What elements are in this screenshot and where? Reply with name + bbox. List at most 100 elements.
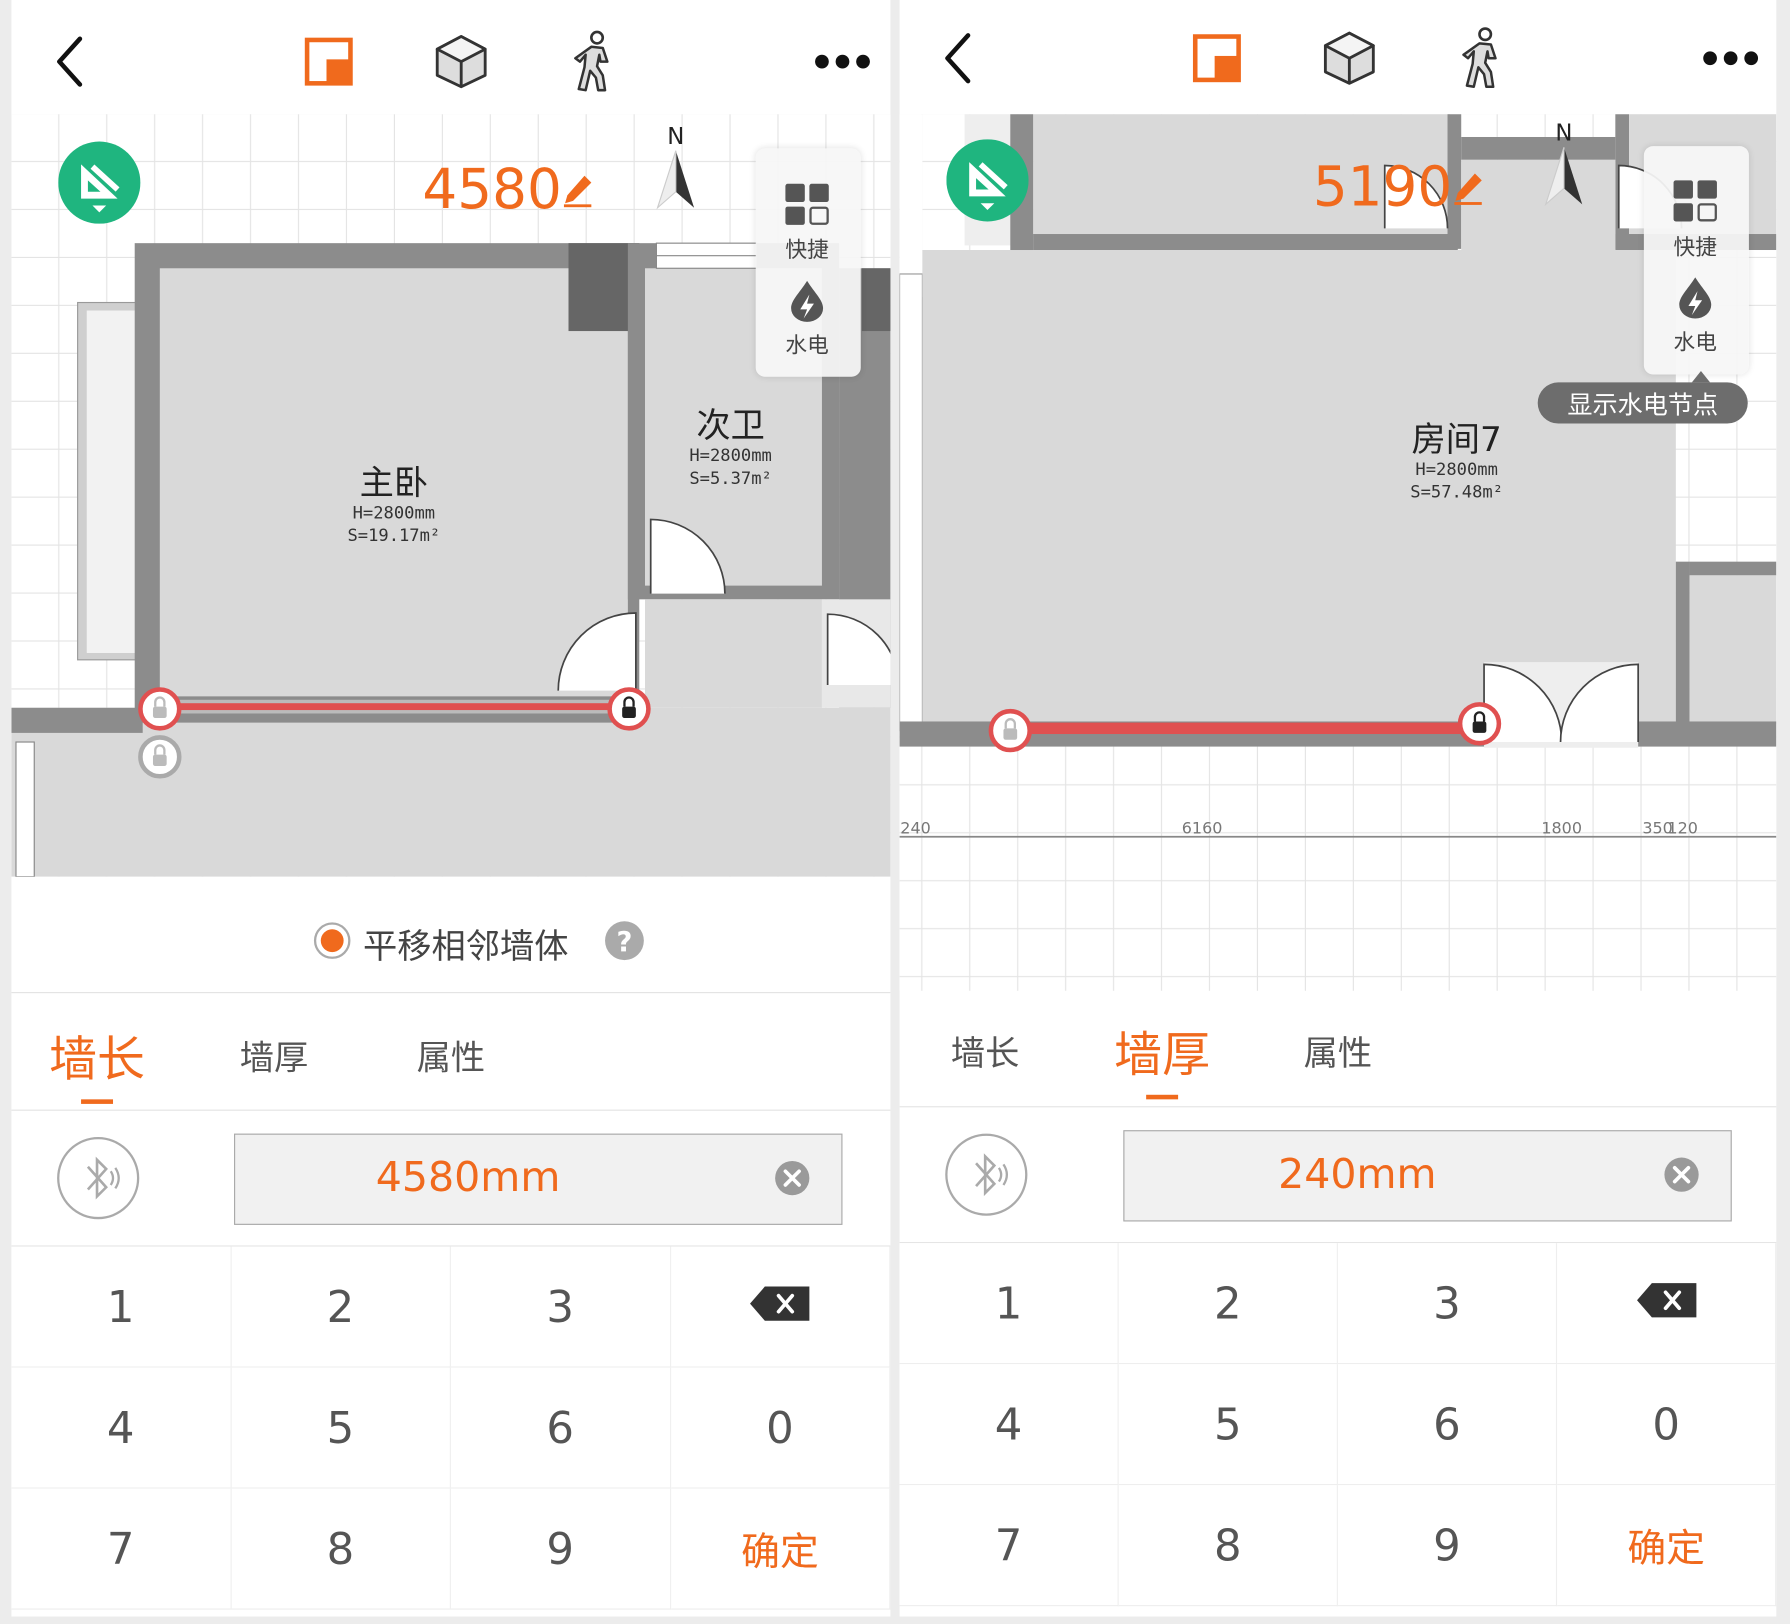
backspace-key[interactable] [670, 1246, 891, 1368]
divider [11, 1109, 891, 1111]
side-quick-label[interactable]: 快捷 [1673, 235, 1717, 261]
key-label: 3 [1433, 1277, 1461, 1329]
clear-input-icon[interactable] [774, 1160, 811, 1201]
keypad-key-7[interactable]: 7 [899, 1485, 1119, 1607]
wall-endpoint-handle[interactable] [138, 687, 182, 731]
key-label: 确定 [1627, 1526, 1705, 1572]
confirm-key[interactable]: 确定 [670, 1488, 891, 1610]
wall-length-value: 4580 [422, 157, 562, 222]
key-label: 9 [546, 1523, 575, 1574]
measure-tool-icon[interactable] [946, 139, 1029, 226]
room-height: H=2800mm [352, 502, 436, 523]
edit-pencil-icon [562, 158, 594, 222]
svg-text:N: N [667, 124, 684, 150]
quick-grid-icon[interactable] [784, 183, 830, 231]
key-label: 9 [1433, 1520, 1461, 1571]
wall-endpoint-handle[interactable] [988, 708, 1032, 753]
bluetooth-measure-button[interactable] [944, 1132, 1028, 1221]
wall-length-value: 5190 [1312, 155, 1453, 220]
keypad-key-9[interactable]: 9 [450, 1488, 671, 1610]
clear-input-icon[interactable] [1663, 1156, 1700, 1197]
divider [11, 1245, 891, 1247]
floorplan-2d-icon[interactable] [299, 32, 358, 91]
keypad-key-8[interactable]: 8 [1118, 1485, 1338, 1607]
tab-wall-thickness[interactable]: 墙厚 [1114, 1026, 1211, 1083]
tab-properties[interactable]: 属性 [1303, 1034, 1373, 1075]
tab-wall-length[interactable]: 墙长 [49, 1030, 145, 1087]
dimension-input[interactable] [234, 1133, 843, 1225]
help-icon[interactable]: ? [604, 920, 645, 966]
room-name[interactable]: 次卫 [696, 406, 765, 447]
key-label: 8 [1213, 1520, 1242, 1571]
key-label: 5 [1213, 1399, 1242, 1450]
walkthrough-icon[interactable] [1452, 27, 1511, 89]
keypad-key-6[interactable]: 6 [450, 1367, 671, 1489]
bluetooth-measure-button[interactable] [56, 1136, 140, 1225]
keypad-key-1[interactable]: 1 [11, 1246, 232, 1368]
side-utility-label[interactable]: 水电 [1673, 329, 1717, 356]
key-label: 6 [546, 1402, 575, 1453]
keypad-key-2[interactable]: 2 [1118, 1243, 1338, 1365]
wall-length-label[interactable]: 5190 [1313, 155, 1484, 219]
dimension-label: 350 [1642, 819, 1673, 838]
side-tool-panel [755, 148, 861, 377]
wall-length-label[interactable]: 4580 [422, 157, 594, 222]
dimension-input[interactable] [1123, 1130, 1732, 1222]
cube-3d-icon[interactable] [1320, 29, 1379, 88]
side-utility-label[interactable]: 水电 [785, 333, 829, 359]
keypad-key-4[interactable]: 4 [11, 1367, 232, 1489]
key-label: 7 [106, 1523, 135, 1574]
keypad-key-9[interactable]: 9 [1337, 1485, 1558, 1607]
key-label: 8 [326, 1523, 355, 1574]
keypad-key-0[interactable]: 0 [1557, 1364, 1777, 1486]
back-icon[interactable] [929, 29, 988, 88]
keypad-key-6[interactable]: 6 [1337, 1364, 1558, 1486]
walkthrough-icon[interactable] [564, 30, 623, 92]
keypad-key-1[interactable]: 1 [899, 1243, 1119, 1365]
side-quick-label[interactable]: 快捷 [785, 237, 829, 263]
floor-plan-canvas[interactable] [899, 114, 1777, 991]
confirm-key[interactable]: 确定 [1557, 1485, 1777, 1607]
tab-properties[interactable]: 属性 [416, 1038, 486, 1079]
more-icon[interactable] [813, 32, 872, 91]
room-height: H=2800mm [1415, 458, 1498, 480]
keypad-key-3[interactable]: 3 [1337, 1243, 1558, 1365]
keypad-key-4[interactable]: 4 [899, 1364, 1119, 1486]
wall-endpoint-handle[interactable] [607, 687, 651, 731]
key-label: 0 [1652, 1399, 1680, 1450]
dimension-input-value[interactable]: 240mm [1278, 1151, 1437, 1199]
room-name[interactable]: 房间7 [1411, 420, 1502, 461]
keypad-key-5[interactable]: 5 [1118, 1364, 1338, 1486]
keypad-key-8[interactable]: 8 [231, 1488, 451, 1610]
shift-adjacent-walls-radio[interactable] [313, 921, 352, 964]
keypad-key-7[interactable]: 7 [11, 1488, 232, 1610]
tab-wall-thickness[interactable]: 墙厚 [239, 1038, 309, 1079]
wall-endpoint-handle[interactable] [138, 735, 182, 779]
key-label: 1 [106, 1281, 135, 1332]
water-electric-icon[interactable] [1676, 276, 1715, 324]
water-electric-icon[interactable] [788, 280, 827, 328]
cube-3d-icon[interactable] [432, 32, 491, 91]
side-tool-panel [1643, 146, 1749, 375]
measure-tool-icon[interactable] [58, 141, 141, 229]
back-icon[interactable] [41, 32, 100, 91]
key-label: 2 [326, 1281, 355, 1332]
shift-adjacent-walls-label[interactable]: 平移相邻墙体 [363, 926, 569, 967]
room-name[interactable]: 主卧 [359, 463, 429, 504]
dimension-input-value[interactable]: 4580mm [375, 1154, 561, 1202]
keypad-key-0[interactable]: 0 [670, 1367, 891, 1489]
more-icon[interactable] [1701, 29, 1760, 88]
key-label: 5 [326, 1402, 355, 1453]
backspace-icon [1635, 1278, 1697, 1328]
keypad-key-3[interactable]: 3 [450, 1246, 671, 1368]
tab-wall-length[interactable]: 墙长 [950, 1034, 1020, 1075]
wall-endpoint-handle[interactable] [1457, 702, 1502, 746]
backspace-key[interactable] [1557, 1243, 1777, 1365]
keypad-key-2[interactable]: 2 [231, 1246, 451, 1368]
show-utility-nodes-tooltip[interactable]: 显示水电节点 [1537, 382, 1748, 424]
quick-grid-icon[interactable] [1672, 179, 1718, 227]
key-label: 4 [106, 1402, 135, 1453]
floorplan-2d-icon[interactable] [1187, 29, 1246, 88]
keypad-key-5[interactable]: 5 [231, 1367, 451, 1489]
